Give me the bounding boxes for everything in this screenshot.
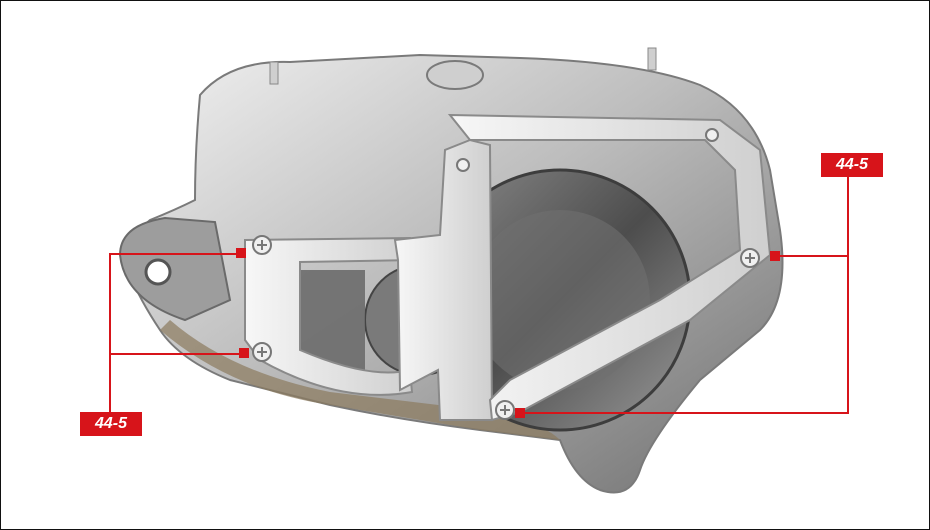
callout-box-left [80, 412, 142, 436]
screw-icon [252, 235, 272, 255]
callout-marker [770, 251, 780, 261]
callout-lines-right [520, 177, 849, 414]
pin-left [269, 61, 279, 85]
shaft-boss [426, 60, 484, 90]
callout-lines-left [109, 253, 245, 412]
screw-icon [705, 128, 719, 142]
screw-icon [252, 342, 272, 362]
screw-icon [456, 158, 470, 172]
right-frame [447, 113, 772, 422]
callout-marker [239, 348, 249, 358]
callout-label-left: 44-5 [94, 415, 128, 432]
callout-label-right: 44-5 [835, 156, 869, 173]
screw-icon [495, 400, 515, 420]
mounting-hole [144, 258, 172, 286]
screw-icon [740, 248, 760, 268]
pin-right [647, 47, 657, 71]
mounting-ear [118, 216, 232, 322]
callout-box-right [821, 153, 883, 177]
callout-marker [515, 408, 525, 418]
callout-marker [236, 248, 246, 258]
